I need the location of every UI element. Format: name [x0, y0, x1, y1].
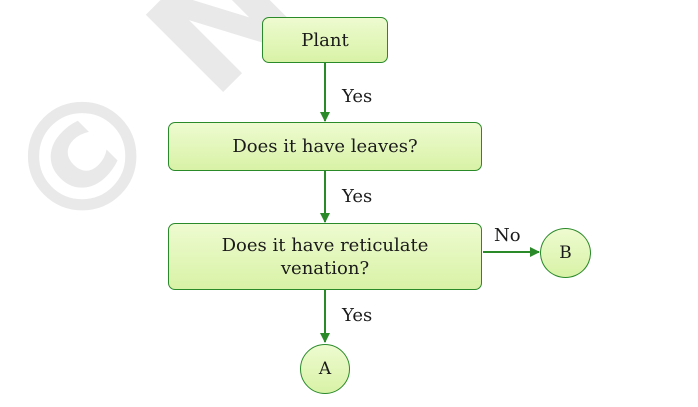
- node-b-label: B: [559, 243, 572, 263]
- edge-label-leaves-to-venation: Yes: [342, 186, 373, 207]
- node-a-label: A: [318, 359, 332, 379]
- node-leaves-question: Does it have leaves?: [168, 122, 482, 171]
- node-plant: Plant: [262, 17, 388, 63]
- node-a: A: [300, 344, 350, 394]
- node-leaves-question-label: Does it have leaves?: [232, 136, 418, 157]
- edge-label-plant-to-leaves: Yes: [342, 86, 373, 107]
- node-plant-label: Plant: [301, 29, 349, 51]
- node-venation-question: Does it have reticulate venation?: [168, 223, 482, 290]
- node-b: B: [540, 228, 591, 278]
- node-venation-question-label: Does it have reticulate venation?: [221, 234, 429, 279]
- edge-label-venation-to-b: No: [494, 225, 521, 246]
- edge-label-venation-to-a: Yes: [342, 305, 373, 326]
